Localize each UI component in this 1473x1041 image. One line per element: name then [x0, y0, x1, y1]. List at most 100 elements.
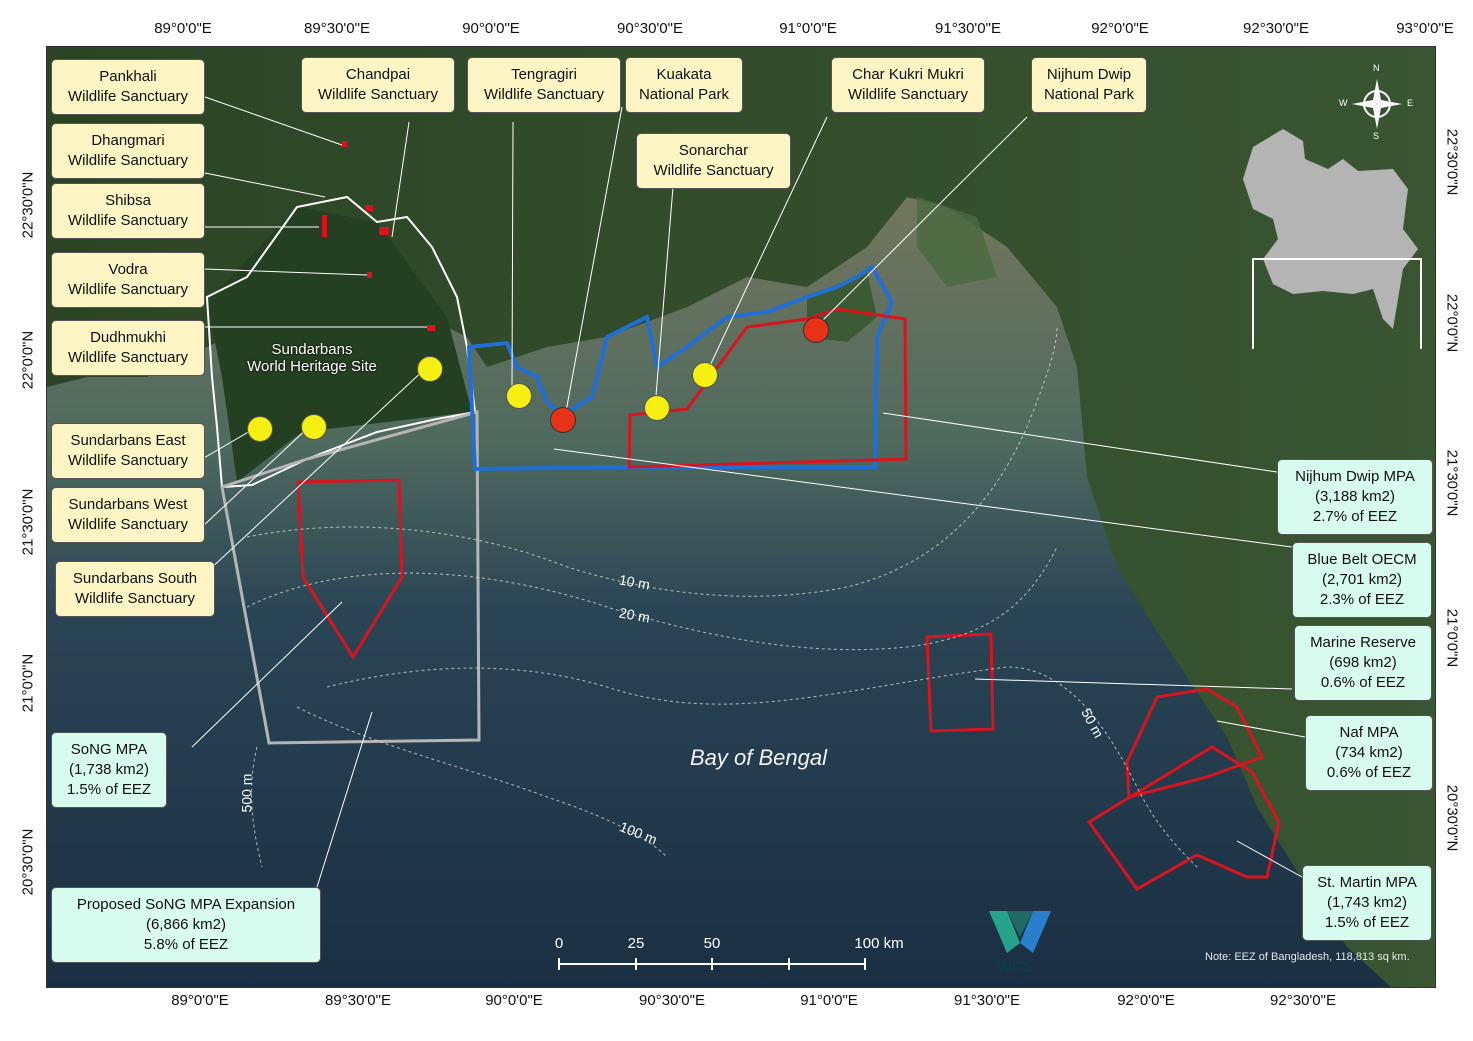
yellow-point[interactable] — [417, 356, 443, 382]
label-eez: 2.3% of EEZ — [1319, 591, 1405, 608]
contour-500m — [251, 746, 263, 868]
label-sundarbans-east[interactable]: Sundarbans East Wildlife Sanctuary — [51, 423, 205, 479]
label-chandpai[interactable]: Chandpai Wildlife Sanctuary — [301, 57, 455, 113]
label-type: Wildlife Sanctuary — [653, 162, 774, 179]
label-name: Dudhmukhi — [90, 329, 166, 346]
right-tick-4: 21°0'0"N — [1443, 608, 1461, 668]
label-area: (1,743 km2) — [1326, 894, 1408, 911]
label-shibsa[interactable]: Shibsa Wildlife Sanctuary — [51, 183, 205, 239]
heritage-line-2: World Heritage Site — [247, 358, 377, 375]
bottom-tick-7: 92°0'0"E — [1117, 992, 1175, 1009]
left-tick-5: 20°30'0"N — [19, 828, 37, 896]
label-area: (734 km2) — [1335, 744, 1403, 761]
song-expansion-boundary — [220, 410, 481, 745]
label-marine-reserve[interactable]: Marine Reserve (698 km2) 0.6% of EEZ — [1294, 625, 1432, 701]
label-name: Tengragiri — [511, 66, 577, 83]
label-name: SoNG MPA — [70, 741, 148, 758]
left-tick-4: 21°0'0"N — [19, 653, 37, 713]
label-name: Nijhum Dwip — [1046, 66, 1132, 83]
label-sundarbans-west[interactable]: Sundarbans West Wildlife Sanctuary — [51, 487, 205, 543]
yellow-point[interactable] — [247, 416, 273, 442]
label-vodra[interactable]: Vodra Wildlife Sanctuary — [51, 252, 205, 308]
song-mpa-boundary — [296, 478, 404, 660]
label-area: (6,866 km2) — [145, 916, 227, 933]
label-type: Wildlife Sanctuary — [74, 590, 196, 607]
compass-e: E — [1407, 98, 1414, 108]
label-name: Shibsa — [105, 192, 151, 209]
label-type: Wildlife Sanctuary — [483, 86, 605, 103]
label-blue-belt-oecm[interactable]: Blue Belt OECM (2,701 km2) 2.3% of EEZ — [1292, 542, 1432, 618]
bangladesh-silhouette — [1243, 129, 1418, 329]
label-type: Wildlife Sanctuary — [67, 516, 189, 533]
map-frame[interactable]: N S W E Pankhali Wildlife Sanctuary Dhan… — [46, 46, 1436, 988]
scale-bar — [558, 958, 866, 970]
label-name: Pankhali — [99, 68, 157, 85]
label-name: Vodra — [108, 261, 148, 278]
top-tick-8: 92°30'0"E — [1243, 20, 1309, 37]
depth-label-500m: 500 m — [238, 773, 255, 813]
contour-100m — [296, 706, 668, 858]
bottom-tick-6: 91°30'0"E — [954, 992, 1020, 1009]
label-name: Sundarbans South — [72, 570, 198, 587]
label-sonarchar[interactable]: Sonarchar Wildlife Sanctuary — [636, 133, 791, 189]
compass-w: W — [1339, 98, 1348, 108]
label-name: Chandpai — [345, 66, 411, 83]
top-tick-6: 91°30'0"E — [935, 20, 1001, 37]
contour-50m — [326, 666, 1198, 868]
label-song-mpa[interactable]: SoNG MPA (1,738 km2) 1.5% of EEZ — [51, 732, 167, 808]
label-name: Sonarchar — [678, 142, 749, 159]
label-name: Dhangmari — [91, 132, 165, 149]
label-char-kukri-mukri[interactable]: Char Kukri Mukri Wildlife Sanctuary — [831, 57, 985, 113]
label-st-martin-mpa[interactable]: St. Martin MPA (1,743 km2) 1.5% of EEZ — [1302, 865, 1432, 941]
red-point[interactable] — [803, 317, 829, 343]
depth-contours — [246, 326, 1198, 868]
bottom-tick-8: 92°30'0"E — [1270, 992, 1336, 1009]
contour-10m — [246, 326, 1058, 597]
compass-n: N — [1373, 63, 1380, 73]
label-naf-mpa[interactable]: Naf MPA (734 km2) 0.6% of EEZ — [1305, 715, 1433, 791]
label-nijhum-dwip-mpa[interactable]: Nijhum Dwip MPA (3,188 km2) 2.7% of EEZ — [1277, 459, 1433, 535]
red-point[interactable] — [550, 407, 576, 433]
inset-map — [1233, 119, 1423, 370]
sundarbans-forest — [207, 207, 472, 482]
scale-label-50: 50 — [703, 935, 721, 952]
label-name: Nijhum Dwip MPA — [1295, 468, 1415, 485]
small-sanctuary-marks — [322, 141, 435, 331]
top-tick-1: 89°0'0"E — [154, 20, 212, 37]
heritage-line-1: Sundarbans — [271, 341, 353, 358]
label-pankhali[interactable]: Pankhali Wildlife Sanctuary — [51, 59, 205, 115]
label-nijhum-dwip[interactable]: Nijhum Dwip National Park — [1031, 57, 1147, 113]
label-name: Marine Reserve — [1310, 634, 1416, 651]
label-area: (698 km2) — [1329, 654, 1397, 671]
label-name: Kuakata — [656, 66, 712, 83]
wcs-logo-text: WCS — [997, 959, 1035, 976]
compass-icon — [1352, 79, 1402, 129]
label-sundarbans-south[interactable]: Sundarbans South Wildlife Sanctuary — [55, 561, 215, 617]
top-tick-5: 91°0'0"E — [779, 20, 837, 37]
top-tick-3: 90°0'0"E — [462, 20, 520, 37]
meghna-island-2 — [917, 197, 997, 287]
label-area: (1,738 km2) — [68, 761, 150, 778]
label-dudhmukhi[interactable]: Dudhmukhi Wildlife Sanctuary — [51, 320, 205, 376]
label-type: National Park — [1043, 86, 1135, 103]
yellow-point[interactable] — [644, 395, 670, 421]
label-dhangmari[interactable]: Dhangmari Wildlife Sanctuary — [51, 123, 205, 179]
label-kuakata[interactable]: Kuakata National Park — [625, 57, 743, 113]
right-tick-5: 20°30'0"N — [1443, 784, 1461, 852]
label-proposed-song-expansion[interactable]: Proposed SoNG MPA Expansion (6,866 km2) … — [51, 887, 321, 963]
label-tengragiri[interactable]: Tengragiri Wildlife Sanctuary — [467, 57, 621, 113]
left-tick-1: 22°30'0"N — [19, 171, 37, 239]
label-type: Wildlife Sanctuary — [847, 86, 969, 103]
yellow-point[interactable] — [692, 362, 718, 388]
bottom-tick-1: 89°0'0"E — [171, 992, 229, 1009]
label-eez: 1.5% of EEZ — [66, 781, 152, 798]
right-tick-2: 22°0'0"N — [1443, 293, 1461, 353]
top-tick-9: 93°0'0"E — [1396, 20, 1454, 37]
compass-s: S — [1373, 131, 1380, 141]
left-tick-2: 22°0'0"N — [19, 330, 37, 390]
label-type: Wildlife Sanctuary — [67, 349, 189, 366]
label-type: Wildlife Sanctuary — [67, 452, 189, 469]
yellow-point[interactable] — [301, 414, 327, 440]
yellow-point[interactable] — [506, 383, 532, 409]
top-tick-7: 92°0'0"E — [1091, 20, 1149, 37]
